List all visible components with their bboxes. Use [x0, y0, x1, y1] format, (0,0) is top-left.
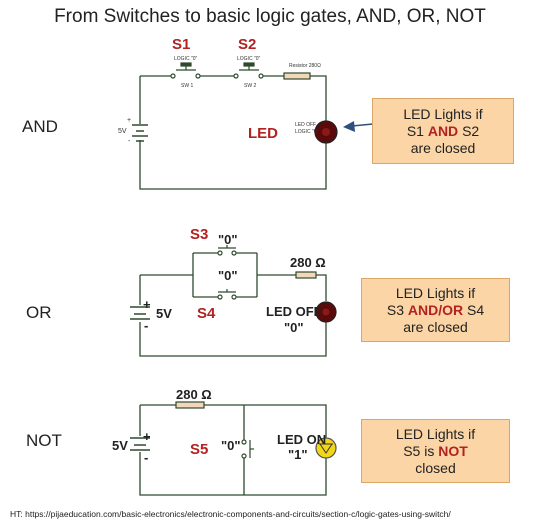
or-led-state-1: LED OFF — [266, 304, 322, 319]
or-box-s3: S3 — [386, 301, 404, 318]
sw1-contact-right — [195, 73, 201, 79]
not-battery-minus: - — [144, 450, 149, 465]
and-box-line3: are closed — [410, 139, 476, 156]
s5-state-label: "0" — [221, 438, 241, 453]
sw1-logic-label: LOGIC "0" — [174, 56, 198, 62]
not-box-s5: S5 is — [403, 442, 435, 459]
or-resistor-out — [316, 274, 327, 301]
page-title: From Switches to basic logic gates, AND,… — [54, 6, 486, 27]
switch-label-s2: S2 — [238, 36, 257, 53]
or-box-line1: LED Lights if — [395, 284, 476, 301]
or-resistor — [295, 271, 317, 279]
not-led-icon — [315, 437, 337, 459]
not-resistor-label: 280 Ω — [176, 387, 212, 402]
not-wire-left-bottom — [139, 452, 327, 496]
or-box-line2: S3 AND/OR S4 — [362, 302, 509, 319]
and-box-line1: LED Lights if — [403, 105, 483, 122]
and-condition-box: LED Lights if S1 AND S2 are closed — [372, 98, 514, 164]
not-voltage-label: 5V — [112, 438, 128, 453]
or-battery-plus: + — [143, 297, 151, 312]
sw1-name-label: SW 1 — [181, 83, 194, 89]
or-voltage-label: 5V — [156, 306, 172, 321]
gate-label-and: AND — [22, 117, 58, 136]
and-wire-left-bottom — [139, 140, 327, 190]
not-condition-box: LED Lights if S5 is NOT closed — [361, 419, 510, 483]
or-box-s4: S4 — [467, 301, 485, 318]
and-wire-resistor-out — [310, 75, 327, 121]
switch-label-s5: S5 — [190, 441, 209, 458]
not-battery-plus: + — [143, 429, 151, 444]
and-voltage-label: 5V — [118, 128, 127, 135]
s4-state-label: "0" — [218, 268, 238, 283]
and-battery-minus: - — [128, 138, 131, 145]
not-resistor-out — [204, 404, 327, 438]
and-battery-plus: + — [127, 117, 132, 124]
and-box-s1: S1 — [406, 122, 424, 139]
or-box-line3: are closed — [403, 318, 468, 335]
or-condition-box: LED Lights if S3 AND/OR S4 are closed — [361, 278, 510, 342]
and-led-label: LED — [248, 125, 278, 142]
switch-label-s1: S1 — [172, 36, 191, 53]
sw2-name-label: SW 2 — [244, 83, 257, 89]
or-resistor-label: 280 Ω — [290, 255, 326, 270]
sw2-logic-label: LOGIC "0" — [237, 56, 261, 62]
not-resistor — [175, 401, 205, 409]
and-led-state-1: LED OFF — [295, 122, 317, 128]
not-box-line1: LED Lights if — [395, 425, 476, 442]
not-box-operator: NOT — [438, 442, 468, 459]
and-box-line2: S1 AND S2 — [373, 123, 513, 140]
gate-label-or: OR — [26, 303, 52, 322]
or-led-icon — [315, 301, 337, 323]
arrow-icon — [343, 121, 374, 132]
and-box-operator: AND — [427, 122, 459, 139]
not-led-state-1: LED ON — [277, 432, 327, 447]
sw2-contact-right — [258, 73, 264, 79]
or-box-operator: AND/OR — [407, 301, 464, 318]
switch-label-s4: S4 — [197, 305, 216, 322]
s3-state-label: "0" — [218, 232, 238, 247]
or-battery-minus: - — [144, 318, 149, 333]
source-link[interactable]: HT: https://pijaeducation.com/basic-elec… — [10, 509, 451, 519]
and-box-s2: S2 — [462, 122, 480, 139]
and-resistor — [283, 72, 311, 80]
gate-label-not: NOT — [26, 431, 62, 450]
not-led-state-2: "1" — [288, 447, 308, 462]
and-led-icon — [314, 120, 338, 144]
or-led-state-2: "0" — [284, 320, 304, 335]
or-wire-left-bottom — [139, 322, 327, 357]
and-led-state-2: LOGIC "0" — [295, 129, 319, 135]
switch-label-s3: S3 — [190, 226, 209, 243]
not-box-line2: S5 is NOT — [362, 443, 509, 460]
sw2-contact-left — [233, 73, 239, 79]
sw1-contact-left — [170, 73, 176, 79]
not-box-line3: closed — [415, 459, 456, 476]
and-resistor-label: Resistor 280Ω — [289, 63, 321, 69]
